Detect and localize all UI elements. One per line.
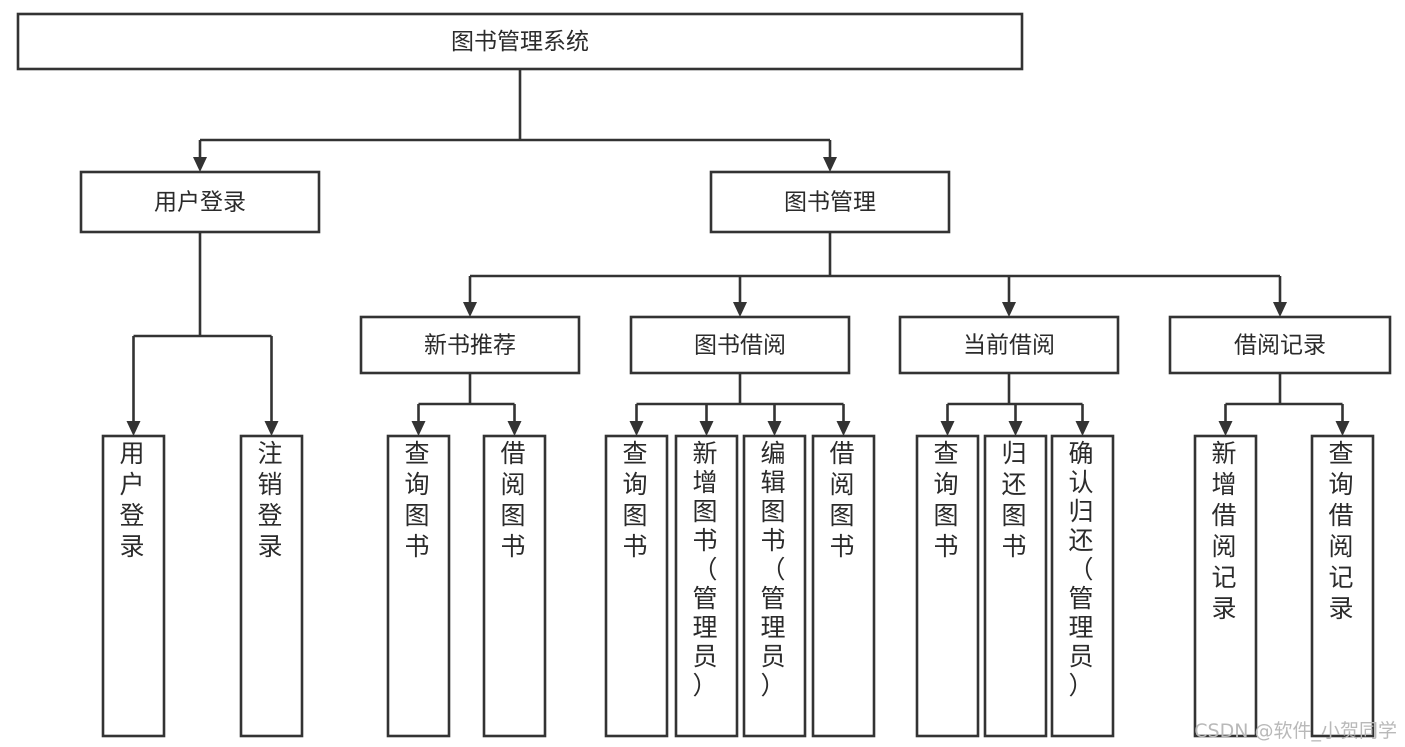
level2-label: 图书管理 (784, 190, 876, 216)
leaf-label: 用户登录 (119, 439, 147, 561)
level2-box[interactable] (79, 170, 321, 234)
level2-node[interactable]: 用户登录 (79, 170, 321, 234)
leaf-label: 确认归还（管理员） (1068, 439, 1096, 700)
leaf-label: 查询图书 (622, 439, 650, 561)
leaf-box[interactable] (386, 434, 451, 738)
arrow-head-icon (1008, 421, 1023, 436)
leaf-node[interactable]: 用户登录 (101, 434, 166, 738)
leaf-node[interactable]: 查询借阅记录 (1310, 434, 1375, 738)
leaf-box[interactable] (674, 434, 739, 738)
leaf-box[interactable] (1310, 434, 1375, 738)
level3-node[interactable]: 当前借阅 (898, 315, 1120, 375)
leaf-box[interactable] (811, 434, 876, 738)
arrow-head-icon (940, 421, 955, 436)
arrow-head-icon (629, 421, 644, 436)
arrow-head-icon (264, 421, 279, 436)
leaf-box[interactable] (239, 434, 304, 738)
leaf-label: 查询图书 (933, 439, 961, 561)
leaf-label: 查询图书 (404, 439, 432, 561)
arrow-head-icon (411, 421, 426, 436)
level3-box[interactable] (359, 315, 581, 375)
leaf-box[interactable] (983, 434, 1048, 738)
arrow-head-icon (193, 157, 207, 172)
leaf-label: 借阅图书 (829, 439, 857, 561)
leaf-box[interactable] (1050, 434, 1115, 738)
arrow-head-icon (507, 421, 522, 436)
level3-label: 当前借阅 (963, 333, 1055, 359)
leaf-node[interactable]: 查询图书 (915, 434, 980, 738)
arrow-head-icon (1002, 302, 1016, 317)
level3-node[interactable]: 借阅记录 (1168, 315, 1392, 375)
arrow-head-icon (1075, 421, 1090, 436)
arrow-head-icon (767, 421, 782, 436)
leaf-box[interactable] (742, 434, 807, 738)
leaf-box[interactable] (1193, 434, 1258, 738)
leaf-label: 借阅图书 (500, 439, 528, 561)
level3-box[interactable] (898, 315, 1120, 375)
level2-box[interactable] (709, 170, 951, 234)
leaf-label: 注销登录 (257, 439, 285, 561)
level3-box[interactable] (1168, 315, 1392, 375)
leaf-node[interactable]: 借阅图书 (482, 434, 547, 738)
level2-label: 用户登录 (154, 190, 246, 216)
leaf-label: 新增借阅记录 (1211, 439, 1239, 623)
arrow-head-icon (126, 421, 141, 436)
leaf-node[interactable]: 归还图书 (983, 434, 1048, 738)
leaf-node[interactable]: 查询图书 (604, 434, 669, 738)
leaf-node[interactable]: 借阅图书 (811, 434, 876, 738)
leaf-node[interactable]: 新增借阅记录 (1193, 434, 1258, 738)
level3-node[interactable]: 新书推荐 (359, 315, 581, 375)
arrow-head-icon (823, 157, 837, 172)
level3-label: 借阅记录 (1234, 333, 1326, 359)
level2-node[interactable]: 图书管理 (709, 170, 951, 234)
node-layer: 图书管理系统用户登录图书管理新书推荐图书借阅当前借阅借阅记录用户登录注销登录查询… (16, 12, 1392, 738)
leaf-box[interactable] (482, 434, 547, 738)
leaf-node[interactable]: 编辑图书（管理员） (742, 434, 807, 738)
arrow-head-icon (699, 421, 714, 436)
arrow-head-icon (1273, 302, 1287, 317)
leaf-label: 查询借阅记录 (1328, 439, 1356, 623)
leaf-node[interactable]: 确认归还（管理员） (1050, 434, 1115, 738)
level3-box[interactable] (629, 315, 851, 375)
leaf-label: 归还图书 (1001, 439, 1029, 561)
leaf-label: 新增图书（管理员） (692, 439, 720, 700)
leaf-node[interactable]: 注销登录 (239, 434, 304, 738)
leaf-box[interactable] (915, 434, 980, 738)
root-box[interactable] (16, 12, 1024, 71)
arrow-head-icon (1335, 421, 1350, 436)
leaf-node[interactable]: 查询图书 (386, 434, 451, 738)
level3-label: 图书借阅 (694, 333, 786, 359)
root-label: 图书管理系统 (451, 29, 589, 55)
arrow-head-icon (733, 302, 747, 317)
level3-node[interactable]: 图书借阅 (629, 315, 851, 375)
leaf-box[interactable] (101, 434, 166, 738)
arrow-head-icon (1218, 421, 1233, 436)
root-node[interactable]: 图书管理系统 (16, 12, 1024, 71)
connector-layer (126, 69, 1350, 436)
leaf-node[interactable]: 新增图书（管理员） (674, 434, 739, 738)
leaf-box[interactable] (604, 434, 669, 738)
leaf-label: 编辑图书（管理员） (760, 439, 788, 700)
arrow-head-icon (836, 421, 851, 436)
level3-label: 新书推荐 (424, 333, 516, 359)
arrow-head-icon (463, 302, 477, 317)
